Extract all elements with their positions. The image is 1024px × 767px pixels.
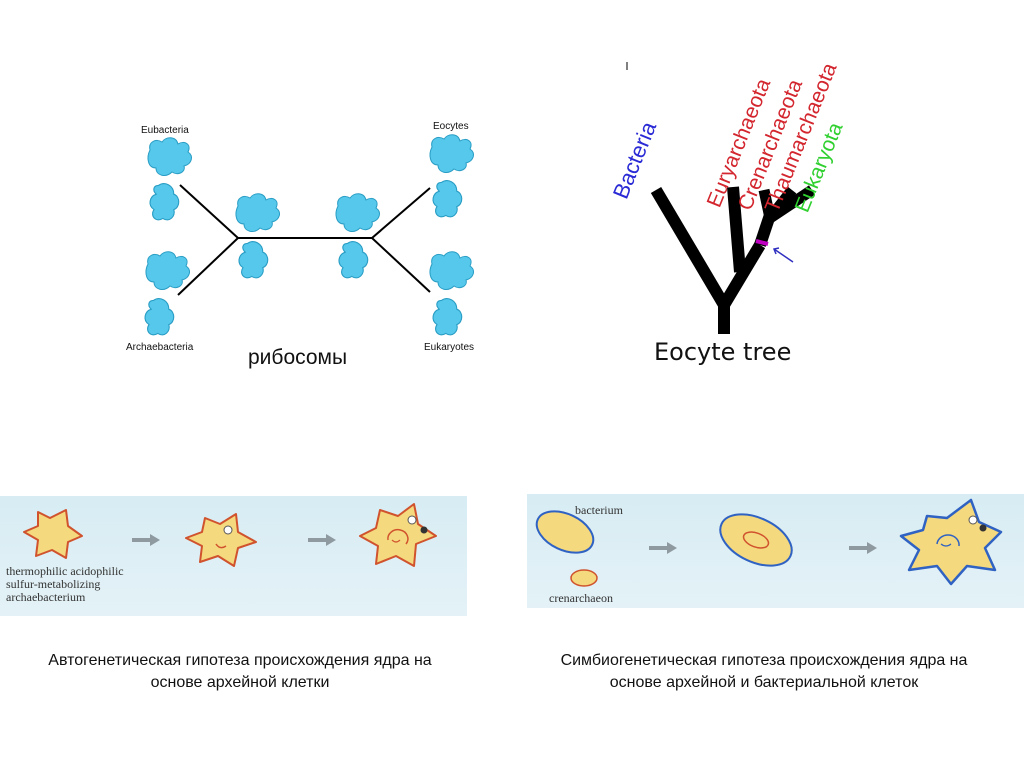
autogenous-text-line: thermophilic acidophilic xyxy=(6,564,124,578)
symbiogenetic-caption-line: Симбиогенетическая гипотеза происхождени… xyxy=(560,652,968,669)
tree-branch xyxy=(177,237,239,296)
bacterium-icon xyxy=(535,510,595,554)
archaeal-cell-icon xyxy=(359,503,437,567)
tree-branch xyxy=(371,187,431,239)
arrow-icon xyxy=(132,534,160,546)
branch-marker xyxy=(755,239,769,246)
tree-branch xyxy=(650,186,730,309)
ribosome-caption: рибосомы xyxy=(248,346,348,369)
tree-branch xyxy=(766,185,816,223)
autogenous-caption-line: основе архейной клетки xyxy=(150,674,330,691)
autogenous-text-line: archaebacterium xyxy=(6,590,86,604)
arrow-icon xyxy=(649,542,677,554)
autogenous-panel: thermophilic acidophilic sulfur-metaboli… xyxy=(0,496,467,616)
arrow-icon xyxy=(308,534,336,546)
autogenous-caption: Автогенетическая гипотеза происхождения … xyxy=(0,650,500,694)
label-eocytes: Eocytes xyxy=(433,121,469,132)
label-crenarchaeon: crenarchaeon xyxy=(549,591,613,605)
label-archaebacteria: Archaebacteria xyxy=(126,342,194,353)
label-eubacteria: Eubacteria xyxy=(141,125,189,136)
symbiogenetic-panel: bacterium crenarchaeon xyxy=(527,494,1024,608)
arrow-icon xyxy=(849,542,877,554)
nucleus-icon xyxy=(387,529,409,545)
tree-branch xyxy=(371,237,431,293)
arrow-icon xyxy=(773,248,794,263)
crenarchaeon-icon xyxy=(570,569,598,587)
autogenous-text-line: sulfur-metabolizing xyxy=(6,577,101,591)
symbiogenetic-caption-line: основе архейной и бактериальной клеток xyxy=(609,674,919,691)
label-bacterium: bacterium xyxy=(575,503,623,517)
tree-branch xyxy=(718,241,766,309)
symbiogenetic-caption: Симбиогенетическая гипотеза происхождени… xyxy=(504,650,1024,694)
autogenous-svg xyxy=(23,503,437,567)
symbiogenetic-svg xyxy=(535,498,1003,587)
autogenous-text: thermophilic acidophilic sulfur-metaboli… xyxy=(6,565,124,604)
nucleus-icon xyxy=(936,534,960,547)
eukaryotic-cell-icon xyxy=(899,498,1003,586)
label-eukaryotes: Eukaryotes xyxy=(424,342,475,353)
tree-branch xyxy=(754,213,776,247)
autogenous-caption-line: Автогенетическая гипотеза происхождения … xyxy=(48,652,432,669)
tree-branch xyxy=(179,184,239,239)
archaeal-cell-icon xyxy=(23,509,83,559)
archaeal-cell-icon xyxy=(185,513,257,567)
eocyte-tree-title: Eocyte tree xyxy=(654,338,792,366)
tree-branch xyxy=(727,186,746,273)
